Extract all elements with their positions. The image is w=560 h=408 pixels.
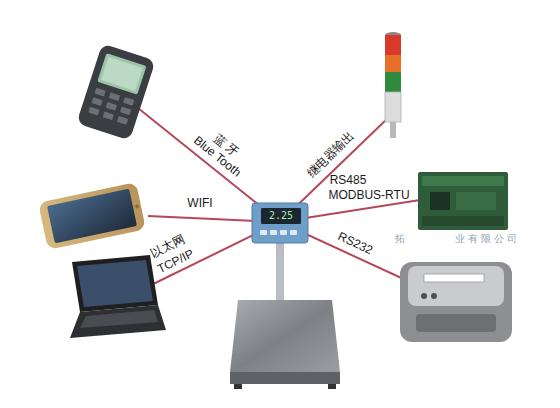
weighing-indicator bbox=[260, 230, 297, 235]
weighing-indicator bbox=[260, 230, 267, 235]
printer bbox=[421, 293, 427, 299]
weighing-indicator bbox=[290, 230, 297, 235]
printer bbox=[400, 262, 512, 342]
interface-label: WIFI bbox=[187, 197, 212, 211]
interface-label: 继电器输出 bbox=[305, 129, 358, 181]
tower-light bbox=[385, 92, 401, 122]
pda-device bbox=[88, 88, 134, 125]
tower-light bbox=[385, 35, 401, 55]
printer bbox=[416, 314, 496, 332]
pda-device bbox=[103, 111, 114, 120]
laptop bbox=[72, 255, 158, 312]
smartphone bbox=[38, 182, 146, 250]
platform-scale bbox=[230, 300, 340, 372]
display-reading: 2.25 bbox=[269, 210, 293, 222]
tower-light bbox=[385, 55, 401, 72]
tower-light bbox=[385, 72, 401, 92]
tower-light bbox=[385, 32, 401, 138]
platform-scale bbox=[230, 372, 340, 384]
plc-module bbox=[456, 192, 496, 210]
watermark: 拓 bbox=[395, 233, 405, 245]
interface-label: RS485 bbox=[330, 174, 367, 188]
interface-label: RS232 bbox=[335, 230, 374, 258]
laptop bbox=[80, 310, 158, 328]
pda-device bbox=[109, 92, 120, 101]
connection-line bbox=[128, 100, 420, 288]
plc-module bbox=[418, 172, 508, 230]
weighing-indicator bbox=[252, 203, 308, 243]
smartphone bbox=[47, 189, 137, 244]
plc-module bbox=[422, 216, 504, 226]
pda-device bbox=[91, 97, 102, 106]
plc-module bbox=[430, 192, 450, 210]
laptop bbox=[70, 255, 166, 338]
watermark: 业 有 限 公 司 bbox=[455, 233, 516, 245]
platform-scale bbox=[230, 243, 340, 389]
weighing-indicator bbox=[280, 230, 287, 235]
pda-device bbox=[101, 57, 143, 91]
pda-device bbox=[97, 53, 146, 95]
smartphone bbox=[135, 204, 140, 209]
pda-device bbox=[88, 107, 99, 116]
platform-scale bbox=[276, 243, 284, 305]
pda-device bbox=[123, 97, 134, 106]
platform-scale bbox=[328, 384, 336, 389]
weighing-indicator bbox=[252, 203, 308, 243]
printer bbox=[424, 274, 484, 282]
interface-label: MODBUS-RTU bbox=[328, 189, 409, 203]
pda-device bbox=[117, 116, 128, 125]
pda-device bbox=[120, 107, 131, 116]
plc-module bbox=[422, 176, 504, 186]
pda-device bbox=[95, 88, 106, 97]
smartphone bbox=[38, 182, 146, 250]
printer bbox=[408, 266, 504, 306]
plc-module bbox=[418, 172, 508, 230]
weighing-indicator bbox=[270, 230, 277, 235]
printer bbox=[400, 262, 512, 342]
pda-device bbox=[76, 43, 155, 140]
laptop bbox=[77, 260, 153, 307]
tower-light bbox=[390, 120, 396, 138]
pda-device bbox=[106, 102, 117, 111]
laptop bbox=[70, 305, 166, 338]
printer bbox=[431, 293, 437, 299]
pda-device bbox=[76, 43, 155, 140]
weighing-indicator bbox=[261, 208, 301, 224]
platform-scale bbox=[234, 384, 242, 389]
